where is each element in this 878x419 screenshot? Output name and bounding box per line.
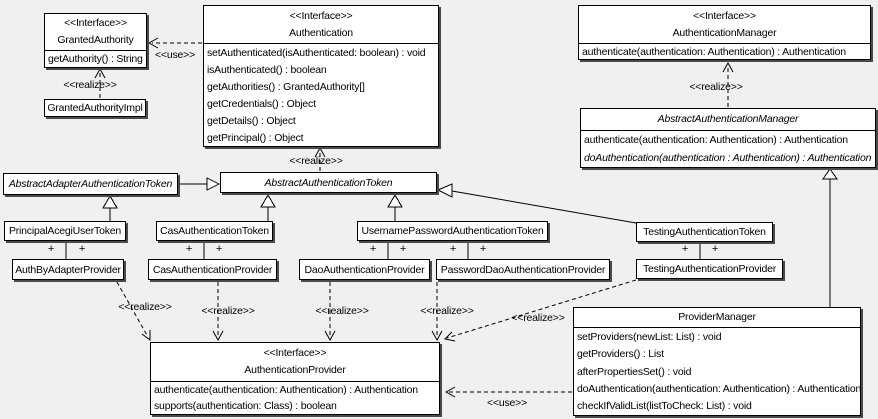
class-name: GrantedAuthorityImpl	[47, 102, 143, 114]
edge-realize-daoprovider-authprovider	[324, 282, 336, 342]
edge-label-realize: <<realize>>	[511, 312, 565, 324]
method: doAuthentication(authentication : Authen…	[584, 152, 872, 164]
edge-realize-grantedauthorityimpl	[94, 67, 106, 98]
edge-label-use: <<use>>	[486, 397, 528, 409]
association-end-label: +	[47, 243, 55, 255]
class-authentication[interactable]: <<Interface>> Authentication setAuthenti…	[203, 5, 439, 147]
stereotype: <<Interface>>	[263, 347, 327, 359]
method: getAuthority() : String	[48, 53, 143, 65]
class-testing-authentication-token[interactable]: TestingAuthenticationToken	[636, 222, 773, 242]
class-cas-authentication-provider[interactable]: CasAuthenticationProvider	[148, 259, 277, 280]
edge-generalization-adapter-token-to-abstract-token	[178, 177, 221, 191]
edge-realize-abstract-token-authentication	[314, 146, 326, 171]
association-end-label: +	[215, 243, 223, 255]
class-testing-authentication-provider[interactable]: TestingAuthenticationProvider	[636, 259, 783, 279]
method: isAuthenticated() : boolean	[207, 63, 327, 76]
edge-generalization-usernamepassword-to-abstract-token	[387, 194, 403, 221]
edge-label-use: <<use>>	[154, 49, 196, 61]
edge-realize-abstract-manager-authmanager	[722, 61, 734, 107]
edge-label-realize: <<realize>>	[289, 155, 343, 167]
method: afterPropertiesSet() : void	[577, 365, 692, 378]
edge-label-realize: <<realize>>	[118, 301, 172, 313]
class-password-dao-authentication-provider[interactable]: PasswordDaoAuthenticationProvider	[436, 259, 610, 280]
edge-label-realize: <<realize>>	[315, 305, 369, 317]
method: setAuthenticated(isAuthenticated: boolea…	[207, 46, 426, 59]
method: getCredentials() : Object	[207, 97, 316, 110]
association-end-label: +	[78, 243, 86, 255]
class-name: GrantedAuthority	[57, 34, 134, 46]
edge-use-providermanager-authprovider	[444, 386, 572, 398]
edge-generalization-cas-token-to-abstract-token	[260, 194, 276, 221]
class-authentication-manager[interactable]: <<Interface>> AuthenticationManager auth…	[578, 5, 871, 60]
class-name: CasAuthenticationToken	[160, 225, 269, 237]
method: authenticate(authentication: Authenticat…	[582, 45, 846, 58]
class-abstract-authentication-manager[interactable]: AbstractAuthenticationManager authentica…	[580, 108, 876, 168]
edge-use-authentication-grantedauthority	[147, 37, 202, 49]
association-end-label: +	[399, 243, 407, 255]
edge-label-realize: <<realize>>	[201, 305, 255, 317]
class-name: AuthByAdapterProvider	[15, 263, 121, 276]
edge-label-realize: <<realize>>	[420, 305, 474, 317]
class-name: AuthenticationManager	[672, 26, 777, 39]
method: checkIfValidList(listToCheck: List) : vo…	[577, 400, 752, 413]
edge-generalization-provider-manager-to-abstract-manager	[822, 168, 838, 307]
method: doAuthentication(authentication: Authent…	[577, 382, 860, 395]
edge-generalization-testing-token-to-abstract-token	[436, 183, 637, 224]
method: setProviders(newList: List) : void	[577, 330, 722, 343]
class-granted-authority-impl[interactable]: GrantedAuthorityImpl	[44, 99, 146, 117]
class-authentication-provider[interactable]: <<Interface>> AuthenticationProvider aut…	[150, 342, 440, 415]
association-end-label: +	[479, 243, 487, 255]
method: supports(authentication: Class) : boolea…	[154, 400, 337, 412]
class-granted-authority[interactable]: <<Interface>> GrantedAuthority getAuthor…	[44, 13, 147, 68]
stereotype: <<Interface>>	[693, 9, 756, 22]
class-abstract-adapter-authentication-token[interactable]: AbstractAdapterAuthenticationToken	[3, 173, 178, 195]
class-name: AbstractAuthenticationManager	[657, 113, 799, 125]
edge-realize-casprovider-authprovider	[212, 282, 224, 342]
association-end-label: +	[369, 243, 377, 255]
stereotype: <<Interface>>	[289, 9, 353, 22]
class-name: AuthenticationProvider	[244, 364, 346, 376]
class-name: TestingAuthenticationProvider	[642, 263, 777, 275]
edge-realize-testingprovider-authprovider	[443, 279, 637, 342]
class-name: ProviderManager	[678, 311, 756, 323]
method: getPrincipal() : Object	[207, 131, 304, 144]
class-name: PasswordDaoAuthenticationProvider	[440, 263, 606, 276]
method: getAuthorities() : GrantedAuthority[]	[207, 80, 365, 93]
class-name: CasAuthenticationProvider	[152, 263, 273, 276]
class-username-password-authentication-token[interactable]: UsernamePasswordAuthenticationToken	[357, 221, 548, 241]
class-name: AbstractAdapterAuthenticationToken	[8, 178, 173, 190]
stereotype: <<Interface>>	[64, 17, 127, 29]
class-name: UsernamePasswordAuthenticationToken	[361, 225, 544, 237]
method: authenticate(authentication: Authenticat…	[584, 134, 848, 146]
class-abstract-authentication-token[interactable]: AbstractAuthenticationToken	[220, 172, 437, 193]
association-end-label: +	[711, 243, 719, 255]
class-cas-authentication-token[interactable]: CasAuthenticationToken	[156, 221, 273, 241]
method: getProviders() : List	[577, 348, 664, 361]
class-provider-manager[interactable]: ProviderManager setProviders(newList: Li…	[573, 307, 861, 416]
class-dao-authentication-provider[interactable]: DaoAuthenticationProvider	[299, 259, 430, 280]
class-principal-acegi-user-token[interactable]: PrincipalAcegiUserToken	[4, 221, 126, 241]
class-name: PrincipalAcegiUserToken	[8, 225, 122, 237]
association-end-label: +	[681, 243, 689, 255]
class-name: AbstractAuthenticationToken	[264, 176, 393, 189]
edge-realize-passworddao-authprovider	[431, 282, 443, 342]
edge-label-realize: <<realize>>	[689, 81, 743, 93]
association-end-label: +	[449, 243, 457, 255]
class-name: DaoAuthenticationProvider	[304, 263, 425, 276]
class-name: Authentication	[289, 26, 353, 39]
edge-label-realize: <<realize>>	[63, 79, 117, 91]
class-auth-by-adapter-provider[interactable]: AuthByAdapterProvider	[12, 259, 124, 280]
association-end-label: +	[185, 243, 193, 255]
method: getDetails() : Object	[207, 114, 296, 127]
edge-generalization-principal-to-adapter-token	[102, 195, 118, 221]
edge-realize-authby-authprovider	[116, 281, 151, 341]
class-name: TestingAuthenticationToken	[643, 226, 766, 238]
method: authenticate(authentication: Authenticat…	[154, 384, 418, 396]
